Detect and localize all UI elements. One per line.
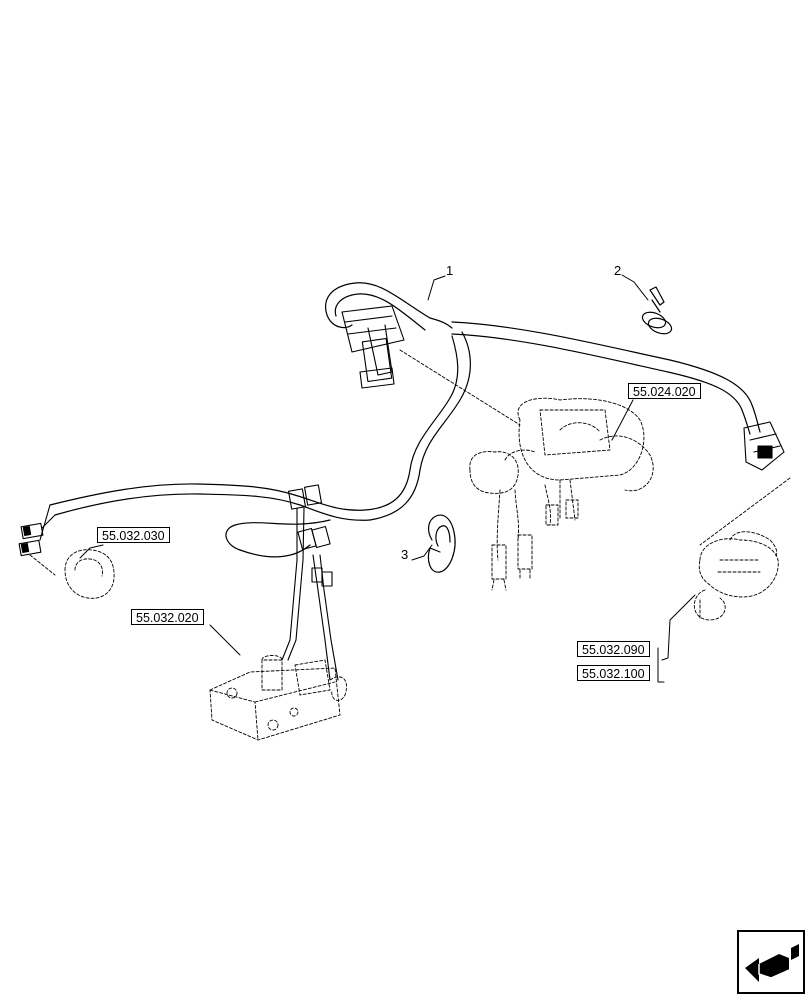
hose-clamp [641, 286, 673, 335]
ghost-components [29, 349, 791, 741]
ref-box-55-032-030[interactable]: 55.032.030 [97, 527, 170, 543]
callout-item-3: 3 [401, 547, 409, 562]
callout-item-1: 1 [446, 263, 454, 278]
rear-connector [743, 421, 785, 471]
callout-item-2: 2 [614, 263, 622, 278]
leader-lines [79, 274, 696, 683]
ref-box-55-032-090[interactable]: 55.032.090 [577, 641, 650, 657]
harness-junction-connectors [281, 484, 339, 681]
next-page-arrow-icon[interactable] [737, 930, 805, 994]
ref-box-55-032-100[interactable]: 55.032.100 [577, 665, 650, 681]
ref-box-55-024-020[interactable]: 55.024.020 [628, 383, 701, 399]
wiring-harness [49, 282, 761, 558]
rocker-switch [341, 305, 405, 389]
left-plug-connectors [18, 504, 56, 557]
ref-box-55-032-020[interactable]: 55.032.020 [131, 609, 204, 625]
cable-tie [427, 514, 456, 573]
